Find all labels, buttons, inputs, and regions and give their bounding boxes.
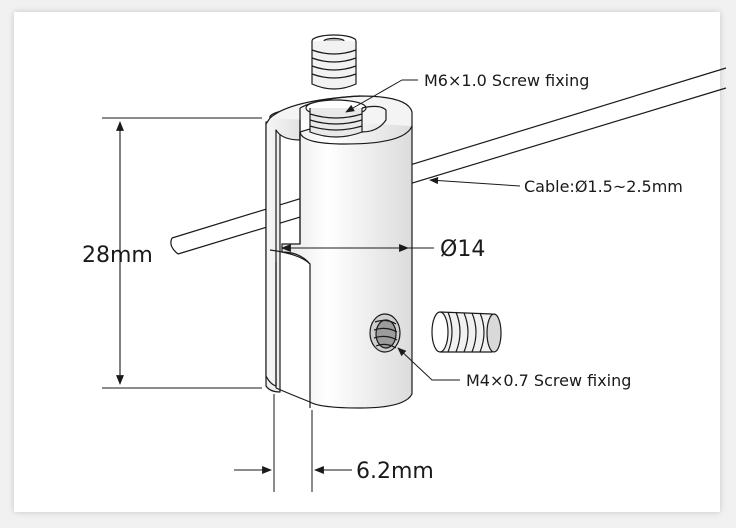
- side-threaded-hole: [369, 313, 401, 353]
- top-threaded-hole: [305, 99, 387, 138]
- slot-width-dimension: [234, 394, 352, 492]
- gripper-body: [265, 95, 413, 409]
- slot-width-label: 6.2mm: [356, 459, 434, 484]
- leader-lines: [345, 79, 521, 381]
- side-screw-label: M4×0.7 Screw fixing: [466, 371, 631, 390]
- height-dimension: [102, 117, 262, 389]
- height-label: 28mm: [82, 243, 153, 268]
- side-set-screw: [431, 311, 502, 353]
- top-set-screw: [311, 34, 357, 90]
- cable: [170, 67, 727, 255]
- diameter-label: Ø14: [440, 237, 485, 262]
- top-screw-label: M6×1.0 Screw fixing: [424, 71, 589, 90]
- cable-label: Cable:Ø1.5~2.5mm: [524, 177, 683, 196]
